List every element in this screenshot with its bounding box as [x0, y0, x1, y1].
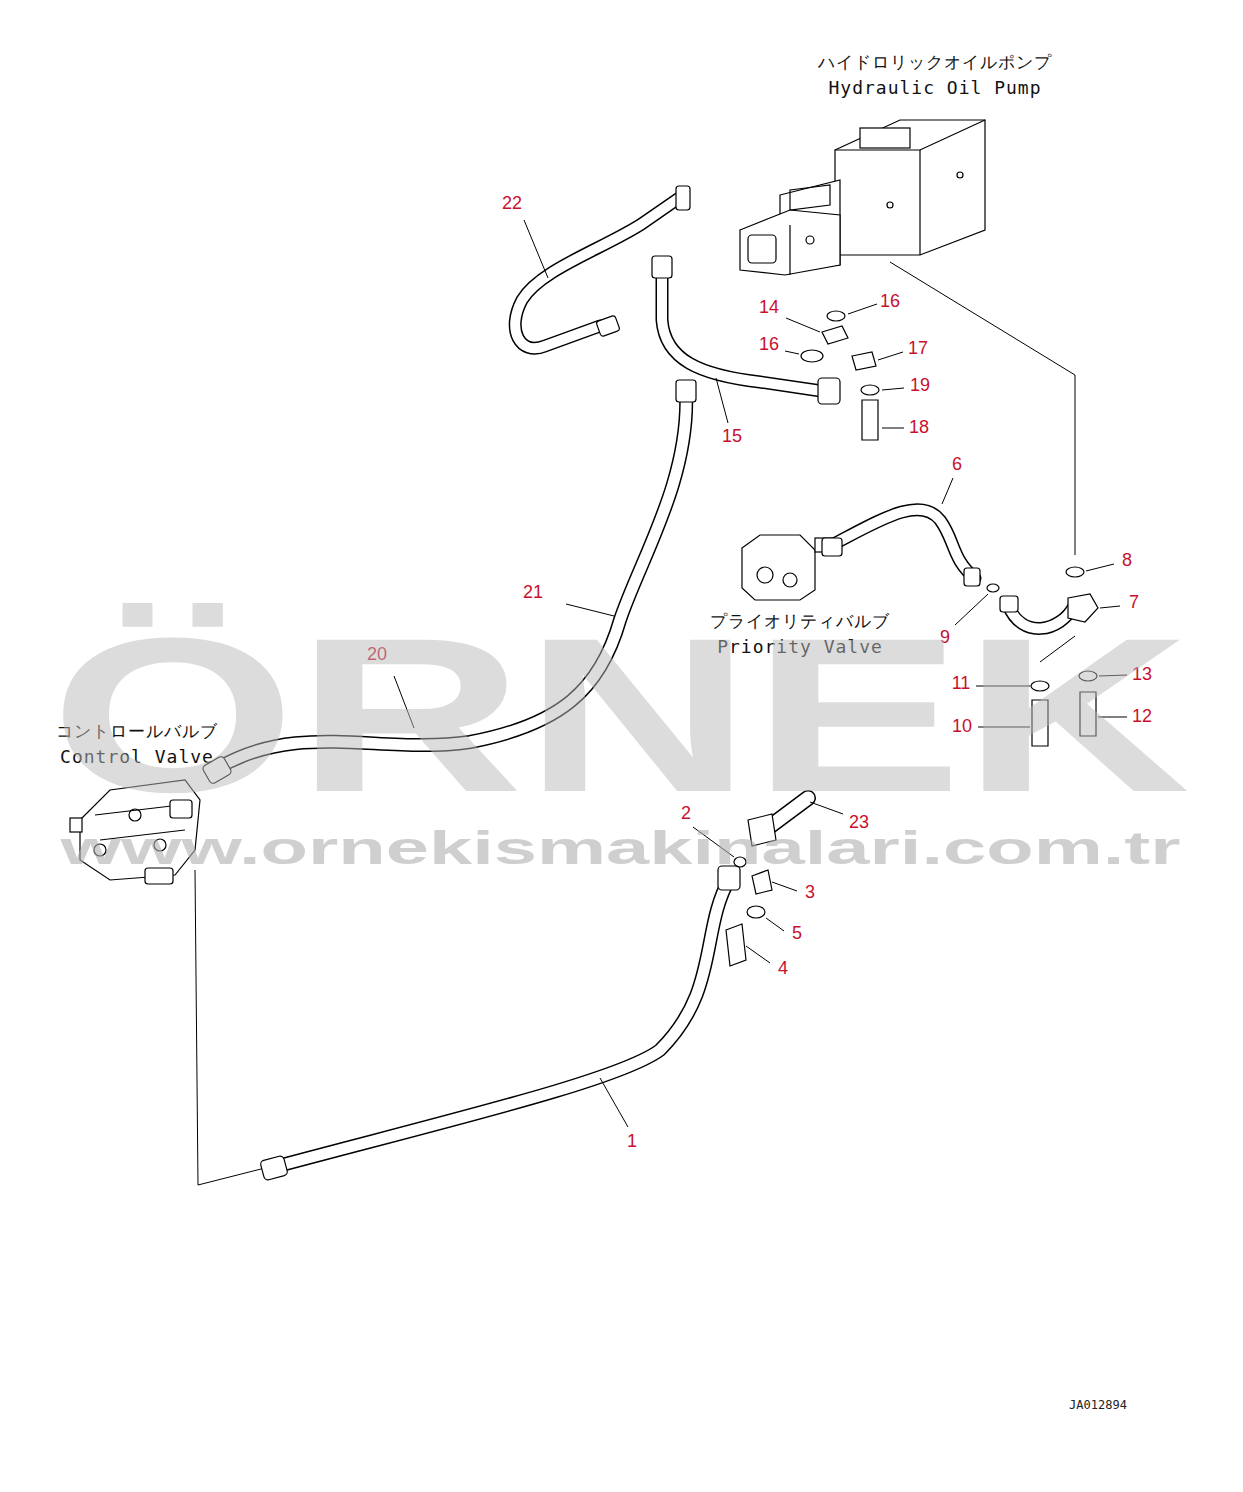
callout-number: 23 [848, 813, 870, 833]
callout-number: 17 [907, 339, 929, 359]
callout-number: 8 [1121, 551, 1133, 571]
callout-number: 5 [791, 924, 803, 944]
component-name: Hydraulic Oil Pump [828, 78, 1041, 98]
callout-number: 2 [680, 804, 692, 824]
callout-number: 15 [721, 427, 743, 447]
callout-number: 16 [758, 335, 780, 355]
component-name: ハイドロリックオイルポンプ [818, 53, 1052, 72]
callout-number: 6 [951, 455, 963, 475]
callout-number: 3 [804, 883, 816, 903]
watermark: ÖRNEK [50, 605, 1190, 825]
callout-number: 1 [626, 1132, 638, 1152]
watermark-url: www.ornekismakinalari.com.tr [60, 825, 1180, 871]
callout-number: 18 [908, 418, 930, 438]
callout-number: 16 [879, 292, 901, 312]
drawing-code: JA012894 [1069, 1399, 1127, 1412]
callout-number: 19 [909, 376, 931, 396]
callout-number: 4 [777, 959, 789, 979]
callout-number: 14 [758, 298, 780, 318]
callout-number: 22 [501, 194, 523, 214]
callout-number: 21 [522, 583, 544, 603]
